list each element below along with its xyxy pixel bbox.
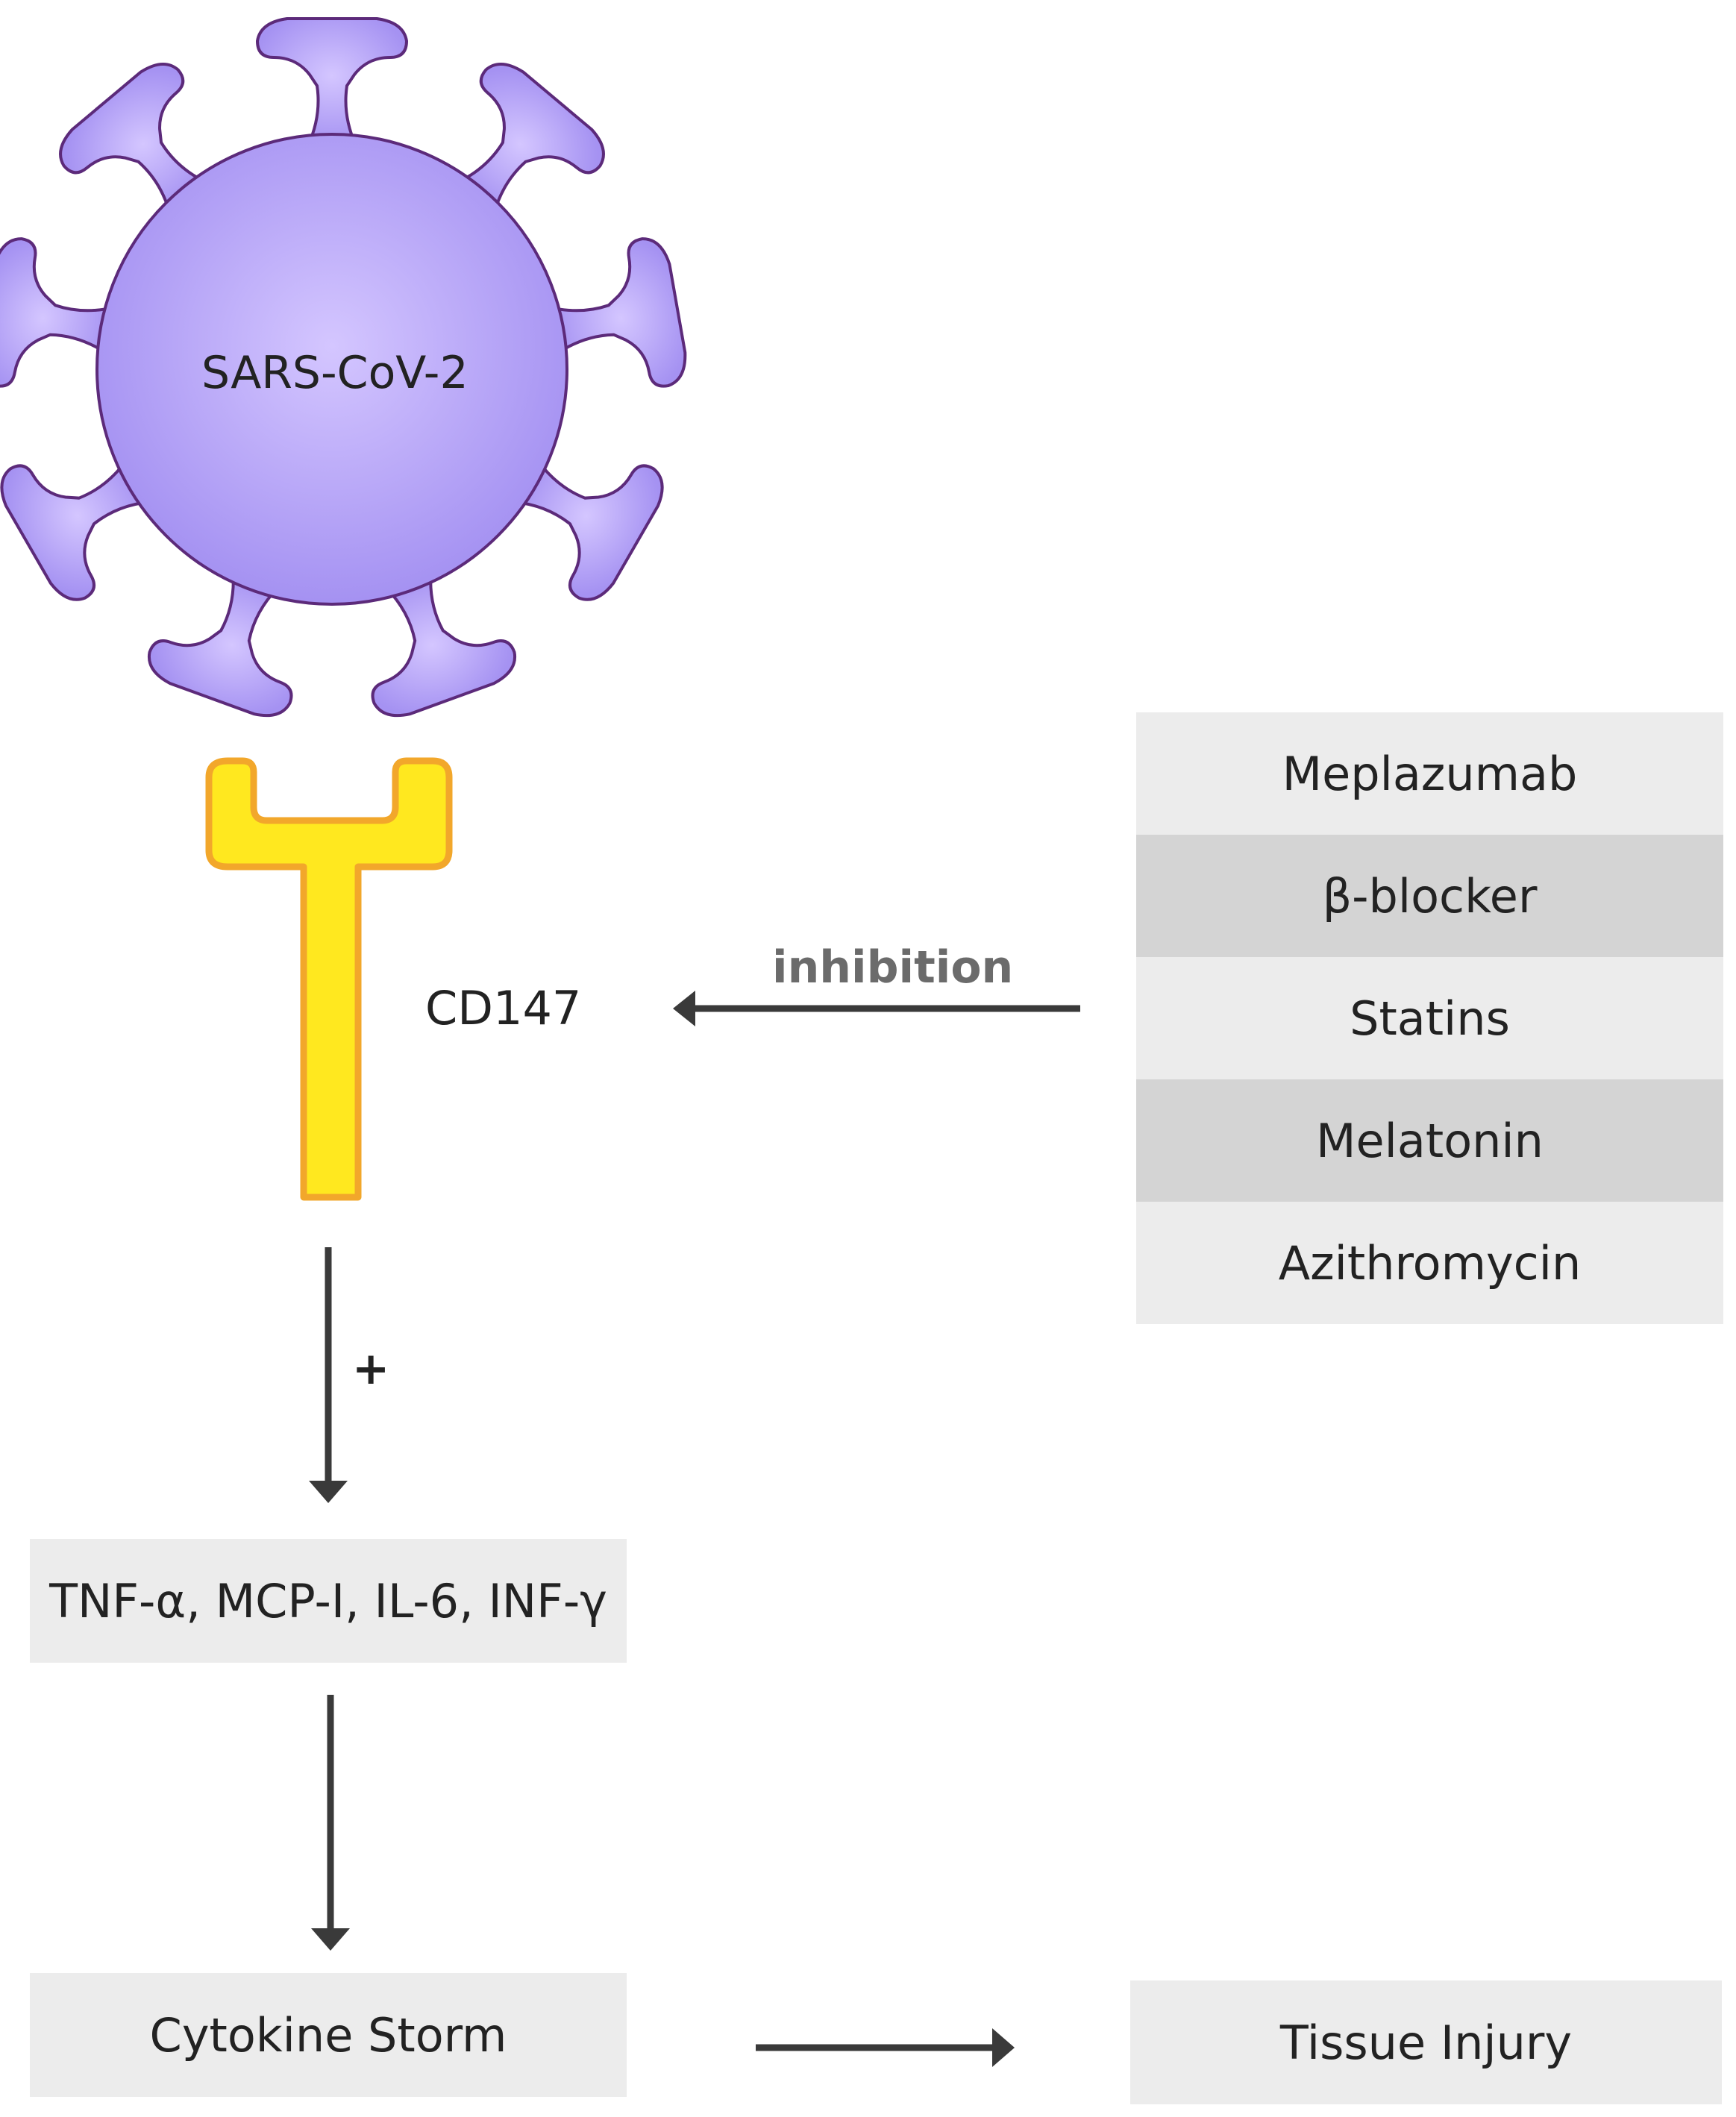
inhibition-arrow: [673, 991, 1080, 1026]
drug-item: Azithromycin: [1136, 1202, 1723, 1324]
drug-item: Melatonin: [1136, 1079, 1723, 1202]
cytokine-to-storm-arrow: [311, 1695, 350, 1951]
cytokine-storm-box: Cytokine Storm: [30, 1973, 627, 2097]
drug-item: β-blocker: [1136, 835, 1723, 957]
tissue-injury-box: Tissue Injury: [1130, 1980, 1722, 2104]
drug-item: Statins: [1136, 957, 1723, 1079]
inhibition-label: inhibition: [772, 941, 1014, 994]
cd147-receptor-icon: [205, 757, 453, 1201]
storm-to-injury-arrow: [756, 2028, 1015, 2067]
drug-item: Meplazumab: [1136, 712, 1723, 835]
activation-label: +: [352, 1343, 390, 1395]
virus-label: SARS-CoV-2: [201, 347, 469, 399]
sars-cov-2-virus-icon: [0, 17, 687, 718]
cytokines-box: TNF-α, MCP-I, IL-6, INF-γ: [30, 1539, 627, 1663]
receptor-label: CD147: [425, 981, 582, 1035]
activation-arrow: [309, 1247, 348, 1503]
